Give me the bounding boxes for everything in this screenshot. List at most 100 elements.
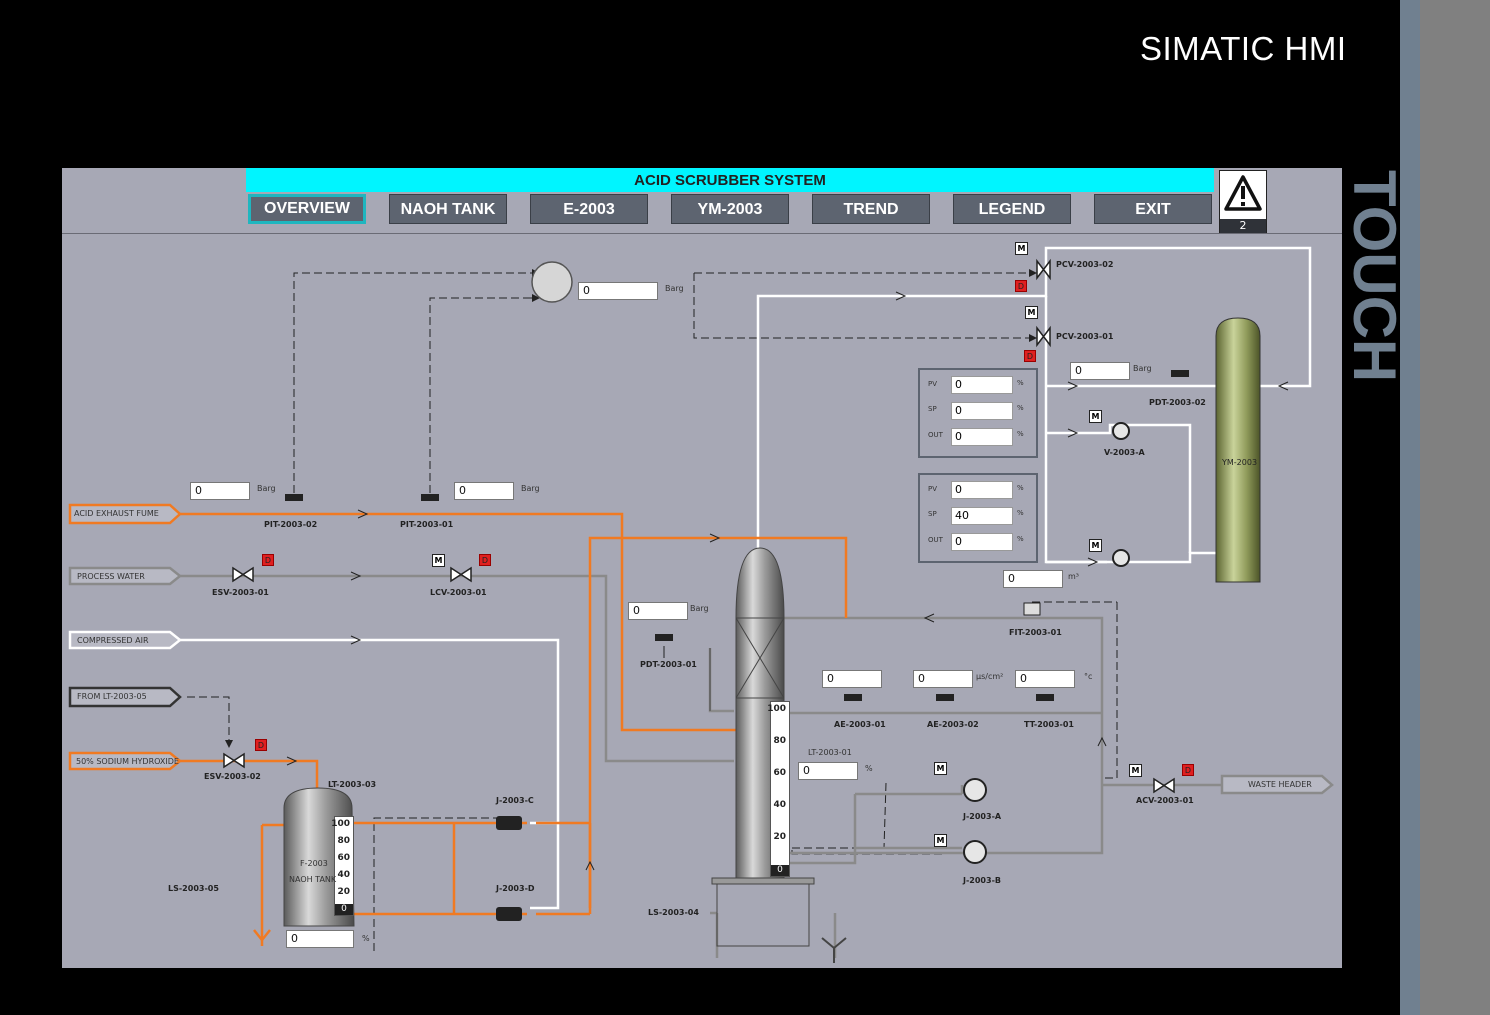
esv02-alarm-indicator[interactable]: D	[255, 739, 267, 751]
valve-pcv-2003-02-icon	[1036, 258, 1051, 281]
valve-pcv-2003-01-icon	[1036, 325, 1051, 348]
tag-j-d: J-2003-D	[496, 884, 535, 893]
pid2-out-unit: %	[1017, 535, 1024, 543]
tag-pcv-01: PCV-2003-01	[1056, 332, 1114, 341]
pit02-field[interactable]: 0	[190, 482, 250, 500]
tt01-unit: °c	[1084, 672, 1093, 681]
tag-esv-02: ESV-2003-02	[204, 772, 261, 781]
j-2003-b-mode-indicator[interactable]: M	[934, 834, 947, 847]
pressure-indicator-icon	[531, 261, 573, 303]
tag-ls-04: LS-2003-04	[648, 908, 699, 917]
transmitters	[285, 370, 1189, 701]
tank-description: NAOH TANK	[289, 875, 337, 884]
pid1-pv-field[interactable]: 0	[951, 376, 1013, 394]
panel-edge	[1420, 0, 1490, 1015]
brand-title: SIMATIC HMI	[1140, 30, 1347, 67]
pit01-field[interactable]: 0	[454, 482, 514, 500]
pump-j-2003-d-icon	[496, 907, 522, 921]
tag-ae-01: AE-2003-01	[834, 720, 886, 729]
pid2-out-field[interactable]: 0	[951, 533, 1013, 551]
pid1-out-label: OUT	[928, 431, 943, 439]
j-2003-a-mode-indicator[interactable]: M	[934, 762, 947, 775]
pid1-out-field[interactable]: 0	[951, 428, 1013, 446]
lcv01-alarm-indicator[interactable]: D	[479, 554, 491, 566]
pdt02-unit: Barg	[1133, 364, 1152, 373]
column-scale-40: 40	[773, 800, 786, 810]
naoh-scale-40: 40	[337, 870, 350, 880]
pid2-sp-field[interactable]: 40	[951, 507, 1013, 525]
pid1-sp-field[interactable]: 0	[951, 402, 1013, 420]
pid1-pv-unit: %	[1017, 379, 1024, 387]
touch-text: TOUCH	[1341, 170, 1408, 383]
nav-exit[interactable]: EXIT	[1094, 194, 1212, 224]
pid1-sp-unit: %	[1017, 404, 1024, 412]
pump-j-2003-b-icon	[963, 840, 987, 864]
tt01-field[interactable]: 0	[1015, 670, 1075, 688]
nav-ym-2003[interactable]: YM-2003	[671, 194, 789, 224]
pump-j-2003-a-icon	[963, 778, 987, 802]
lcv01-mode-indicator[interactable]: M	[432, 554, 445, 567]
pcv02-mode-indicator[interactable]: M	[1015, 242, 1028, 255]
tag-ls-05: LS-2003-05	[168, 884, 219, 893]
pid-controller-1[interactable]: PV 0 % SP 0 % OUT 0 %	[918, 368, 1038, 458]
warning-icon	[1224, 175, 1262, 211]
valves	[223, 258, 1175, 794]
top-pressure-field[interactable]: 0	[578, 282, 658, 300]
source-from-lt-label: FROM LT-2003-05	[77, 692, 147, 701]
valve-lcv-2003-01-icon	[450, 566, 472, 583]
signal-lines	[187, 272, 1118, 951]
lt01-field[interactable]: 0	[798, 762, 858, 780]
acv01-alarm-indicator[interactable]: D	[1182, 764, 1194, 776]
column-level-scale: 100 80 60 40 20 0	[767, 701, 790, 877]
pit02-unit: Barg	[257, 484, 276, 493]
pid1-sp-label: SP	[928, 405, 937, 413]
column-scale-0: 0	[771, 865, 789, 876]
transmitter-tt-01-icon	[1036, 694, 1054, 701]
tank-name: F-2003	[300, 859, 328, 868]
ae02-field[interactable]: 0	[913, 670, 973, 688]
transmitter-ae-02-icon	[936, 694, 954, 701]
v-2003-a-mode-indicator[interactable]: M	[1089, 410, 1102, 423]
pid1-out-unit: %	[1017, 430, 1024, 438]
column-scale-60: 60	[773, 768, 786, 778]
tag-pdt-01: PDT-2003-01	[640, 660, 697, 669]
waste-header-arrow	[1220, 774, 1334, 795]
pid2-sp-unit: %	[1017, 509, 1024, 517]
ae01-field[interactable]: 0	[822, 670, 882, 688]
lt03-field[interactable]: 0	[286, 930, 354, 948]
flow-field[interactable]: 0	[1003, 570, 1063, 588]
nav-e-2003[interactable]: E-2003	[530, 194, 648, 224]
lt-source-arrow	[68, 686, 182, 708]
valve-esv-2003-02-icon	[223, 752, 245, 769]
source-water-label: PROCESS WATER	[77, 572, 145, 581]
tag-j-b: J-2003-B	[963, 876, 1001, 885]
page-title: ACID SCRUBBER SYSTEM	[246, 168, 1214, 192]
pdt02-field[interactable]: 0	[1070, 362, 1130, 380]
v-2003-b-mode-indicator[interactable]: M	[1089, 539, 1102, 552]
source-arrows	[68, 503, 1334, 795]
pid-controller-2[interactable]: PV 0 % SP 40 % OUT 0 %	[918, 473, 1038, 563]
pid1-pv-label: PV	[928, 380, 938, 388]
pdt01-unit: Barg	[690, 604, 709, 613]
tag-acv-01: ACV-2003-01	[1136, 796, 1194, 805]
valve-esv-2003-01-icon	[232, 566, 254, 583]
nav-naoh-tank[interactable]: NAOH TANK	[389, 194, 507, 224]
naoh-scale-60: 60	[337, 853, 350, 863]
pdt01-field[interactable]: 0	[628, 602, 688, 620]
tag-pcv-02: PCV-2003-02	[1056, 260, 1114, 269]
esv01-alarm-indicator[interactable]: D	[262, 554, 274, 566]
tag-lt-03: LT-2003-03	[328, 780, 377, 789]
nav-overview[interactable]: OVERVIEW	[248, 194, 366, 224]
acv01-mode-indicator[interactable]: M	[1129, 764, 1142, 777]
source-naoh-label: 50% SODIUM HYDROXIDE	[76, 757, 179, 766]
transmitter-pit-02-icon	[285, 494, 303, 501]
pid2-pv-field[interactable]: 0	[951, 481, 1013, 499]
pcv01-mode-indicator[interactable]: M	[1025, 306, 1038, 319]
pumps	[496, 422, 1130, 921]
nav-legend[interactable]: LEGEND	[953, 194, 1071, 224]
pump-j-2003-c-icon	[496, 816, 522, 830]
water-lines	[180, 574, 1222, 958]
pcv01-alarm-indicator[interactable]: D	[1024, 350, 1036, 362]
nav-trend[interactable]: TREND	[812, 194, 930, 224]
pcv02-alarm-indicator[interactable]: D	[1015, 280, 1027, 292]
